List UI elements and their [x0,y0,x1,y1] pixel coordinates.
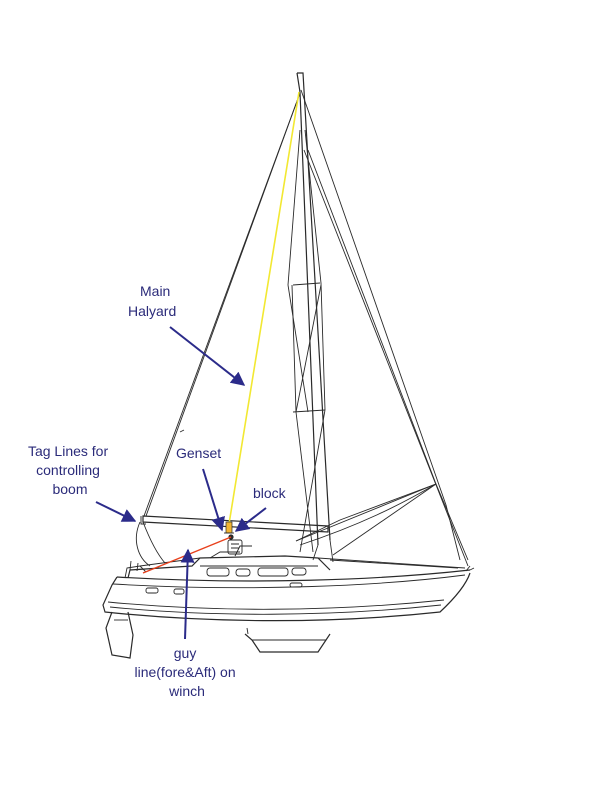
boom [140,515,329,533]
arrow-to-main-halyard [169,326,246,386]
arrow-to-tag-lines [95,501,137,522]
label-tag-lines-line3: boom [52,481,87,497]
label-main-halyard-line1: Main [140,283,170,299]
label-main-halyard: Main Halyard [128,283,176,319]
rudder [105,611,134,659]
label-guy-line: guy line(fore&Aft) on winch [134,645,239,699]
arrow-to-block [234,507,267,532]
genset [224,521,234,534]
label-tag-lines-line2: controlling [36,462,100,478]
mast [296,72,334,563]
hull [102,565,475,622]
arrow-to-guy-line [180,548,195,640]
arrow-to-genset [202,468,225,532]
annotation-arrows [95,326,267,640]
spreaders [287,129,326,553]
cabin-hatch [227,539,243,555]
label-tag-lines: Tag Lines for controlling boom [28,443,112,497]
tag-lines [136,521,166,567]
keel [244,627,331,653]
label-guy-line-line1: guy [174,645,197,661]
cabin-deck [124,545,466,579]
main-halyard-line [228,91,300,525]
label-tag-lines-line1: Tag Lines for [28,443,108,459]
jib-sail [299,149,437,546]
label-guy-line-line2: line(fore&Aft) on [134,664,235,680]
label-genset: Genset [176,445,221,461]
label-block: block [253,485,287,501]
label-guy-line-line3: winch [168,683,205,699]
label-main-halyard-line2: Halyard [128,303,176,319]
